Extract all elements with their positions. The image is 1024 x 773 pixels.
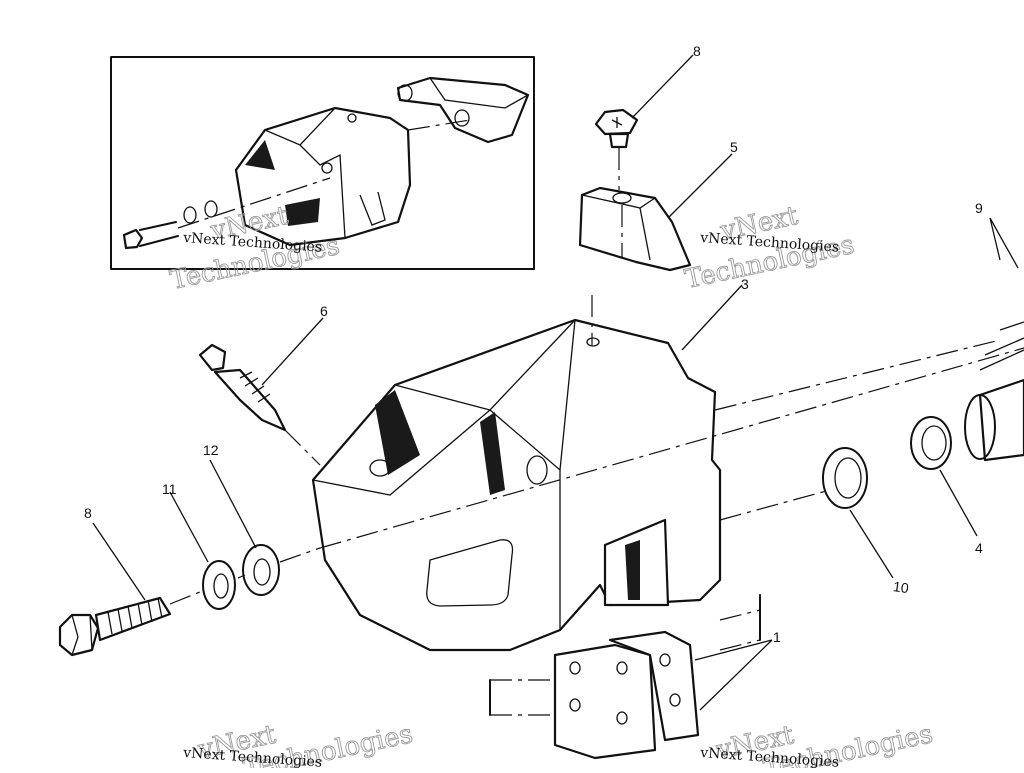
callout-4: 5 — [730, 139, 738, 155]
callout-11: 11 — [162, 481, 177, 497]
callout-12: 12 — [203, 442, 219, 458]
callout-labels: 8 5 3 6 9 12 11 8 10 4 1 — [84, 43, 983, 645]
tube-shaft — [964, 321, 1024, 462]
callout-6: 6 — [320, 303, 328, 319]
callout-5: 4 — [975, 540, 983, 556]
callout-10: 10 — [892, 578, 910, 596]
callout-3: 3 — [741, 276, 749, 292]
shaft-assembly — [319, 321, 1024, 549]
bushing-part-10 — [822, 447, 868, 509]
housing-part-3 — [311, 318, 722, 652]
callout-9: 9 — [975, 200, 983, 216]
split-washer-part-11 — [202, 560, 236, 610]
leader-lines — [92, 54, 1019, 711]
flat-washer-part-12 — [242, 544, 280, 596]
screw-part-7 — [594, 108, 639, 190]
callout-7: 8 — [693, 43, 701, 59]
grease-fitting-part-6 — [198, 343, 321, 466]
bracket-part-4 — [578, 186, 692, 345]
bushing-part-5 — [910, 416, 952, 470]
callout-1: 1 — [773, 629, 781, 645]
callout-8: 8 — [84, 505, 92, 521]
inset-detail — [110, 56, 535, 270]
mount-plates-part-1 — [489, 594, 761, 760]
bolt-assembly — [58, 544, 321, 657]
